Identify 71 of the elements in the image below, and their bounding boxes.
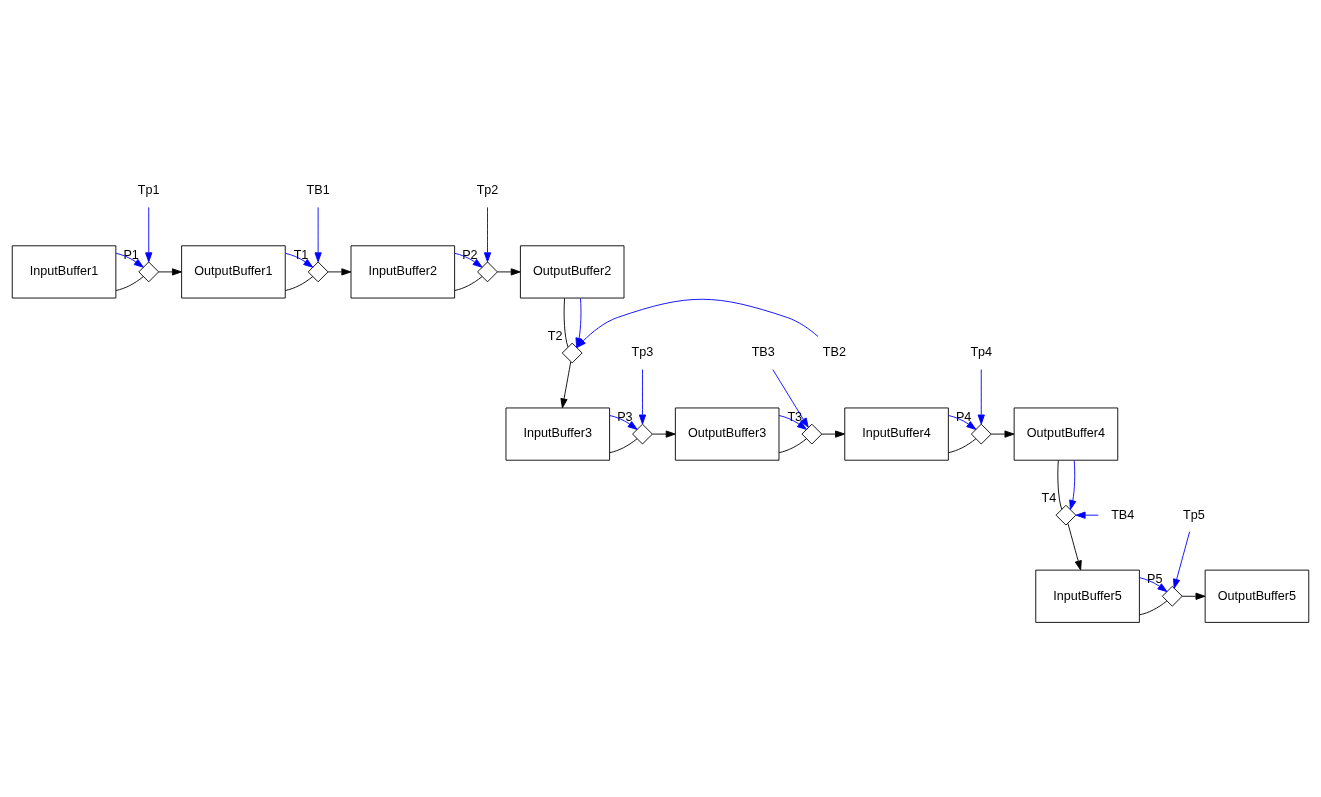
arrow	[145, 206, 153, 263]
connector	[609, 438, 638, 454]
node-label: P2	[462, 247, 478, 262]
node-box: InputBuffer1	[11, 245, 117, 299]
node-box: OutputBuffer4	[1013, 407, 1119, 461]
node-label: T4	[1041, 490, 1057, 505]
node-valve	[632, 423, 653, 445]
arrow	[483, 206, 492, 263]
node-box: InputBuffer4	[844, 407, 949, 461]
node-text: TB1	[306, 183, 330, 198]
node-valve	[970, 423, 992, 445]
arrow	[609, 415, 638, 430]
node-label: P5	[1146, 571, 1163, 586]
node-box: OutputBuffer3	[674, 407, 780, 461]
node-text: Tp1	[137, 183, 160, 198]
node-valve	[1161, 585, 1183, 607]
node-label: T3	[787, 409, 803, 424]
arrow	[158, 268, 182, 276]
node-text: Tp4	[970, 345, 993, 360]
arrow	[1181, 592, 1206, 600]
arrow	[638, 369, 647, 425]
node-label: T1	[293, 247, 309, 262]
arrow	[1069, 460, 1077, 510]
arrow	[778, 415, 807, 430]
node-box: InputBuffer3	[505, 407, 611, 461]
node-label: P4	[955, 409, 972, 424]
node-text: TB4	[1111, 507, 1135, 522]
arrow	[115, 252, 144, 268]
arrow	[497, 268, 521, 276]
node-box: OutputBuffer1	[181, 245, 286, 299]
node-box: InputBuffer5	[1035, 569, 1140, 623]
node-valve	[801, 423, 823, 445]
node-box: OutputBuffer2	[519, 245, 625, 299]
arrow	[990, 430, 1015, 438]
connector	[1057, 460, 1063, 510]
arrow	[314, 206, 322, 263]
node-valve	[561, 342, 583, 364]
connector	[563, 297, 569, 348]
arrow	[327, 268, 352, 276]
arrow	[454, 252, 483, 268]
arrow	[948, 415, 977, 430]
arrow	[1139, 577, 1168, 593]
node-valve	[307, 261, 329, 283]
arrow	[1075, 511, 1099, 519]
arrow	[1173, 531, 1191, 589]
connector	[284, 276, 314, 291]
arrow	[560, 361, 572, 409]
connector	[454, 276, 483, 291]
node-valve	[477, 261, 498, 283]
arrow	[821, 430, 846, 438]
node-text: Tp3	[631, 345, 654, 360]
node-text: TB3	[751, 345, 775, 360]
node-box: OutputBuffer5	[1204, 569, 1310, 623]
node-valve	[1055, 504, 1077, 526]
node-text: Tp5	[1183, 507, 1205, 522]
node-text: Tp2	[476, 183, 499, 198]
arrow	[1067, 522, 1082, 571]
connector	[948, 438, 977, 454]
node-label: P1	[123, 247, 139, 262]
arrow	[772, 369, 809, 428]
connector	[778, 438, 807, 454]
arrow	[284, 252, 314, 268]
node-text: TB2	[822, 345, 846, 360]
arrow	[977, 369, 985, 425]
node-label: P3	[617, 409, 633, 424]
connector	[1139, 600, 1168, 616]
node-box: InputBuffer2	[350, 245, 456, 299]
arrow	[651, 430, 676, 438]
node-valve	[138, 261, 160, 283]
node-label: T2	[547, 328, 563, 343]
connector	[115, 276, 144, 291]
